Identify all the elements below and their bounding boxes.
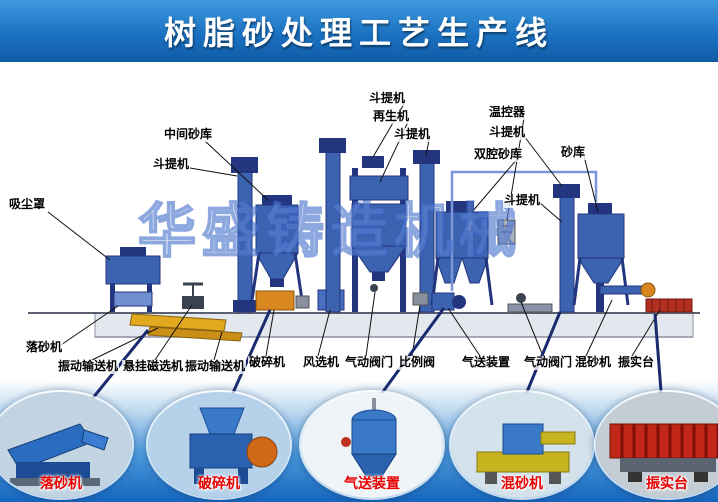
photo-pneumatic-conveyor: 气送装置: [299, 390, 445, 500]
photo-crusher: 破碎机: [146, 390, 292, 500]
pneumatic-conveyor-image: [301, 392, 443, 498]
photo-caption: 破碎机: [198, 475, 240, 491]
photo-caption: 混砂机: [501, 475, 543, 491]
page-title: 树脂砂处理工艺生产线: [163, 15, 554, 51]
crusher-image: [148, 392, 290, 498]
photo-sand-mixer: 混砂机: [449, 390, 595, 500]
photo-caption: 气送装置: [344, 475, 400, 491]
compaction-table-image: [596, 392, 718, 498]
photo-caption: 振实台: [646, 475, 688, 491]
shakeout-machine-image: [0, 392, 132, 498]
photo-compaction-table: 振实台: [594, 390, 718, 500]
watermark-text: 华盛铸造机械: [137, 198, 523, 265]
sand-mixer-image: [451, 392, 593, 498]
photo-caption: 落砂机: [40, 475, 82, 491]
photo-shakeout-machine: 落砂机: [0, 390, 134, 500]
title-banner: 树脂砂处理工艺生产线: [0, 0, 718, 62]
